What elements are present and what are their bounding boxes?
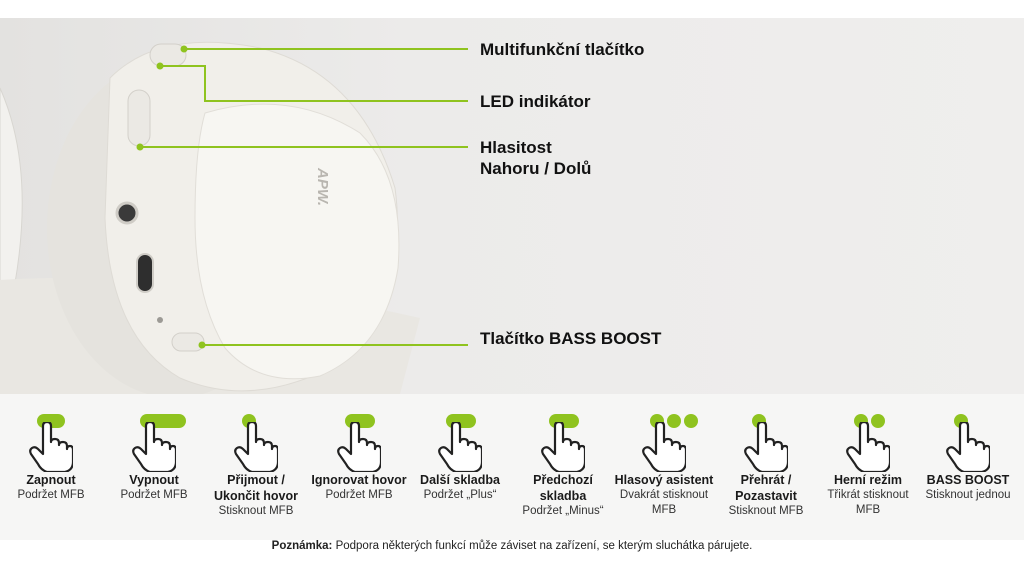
gesture-title: Ignorovat hovor — [311, 473, 407, 487]
gesture-icon — [307, 404, 411, 472]
gesture-game-mode: Herní režim Třikrát stisknout MFB — [816, 404, 920, 518]
gesture-power-on: Zapnout Podržet MFB — [0, 404, 103, 503]
gesture-title: Zapnout — [26, 473, 76, 487]
callout-dot-bass — [198, 341, 206, 349]
gesture-icon — [816, 404, 920, 472]
hand-pointer-icon — [438, 422, 482, 472]
bass-boost-button-shape — [171, 332, 205, 352]
gesture-icon — [204, 404, 308, 472]
audio-jack — [115, 201, 139, 225]
callout-dot-led — [156, 62, 164, 70]
gesture-icon — [916, 404, 1020, 472]
gesture-instruction: Podržet MFB — [17, 489, 85, 501]
hand-pointer-icon — [846, 422, 890, 472]
headphone-illustration: APW. — [0, 41, 468, 394]
hand-pointer-icon — [234, 422, 278, 472]
hand-pointer-icon — [946, 422, 990, 472]
callout-dot-volume — [136, 143, 144, 151]
callout-line-led — [160, 65, 468, 102]
gesture-instruction: Stisknout jednou — [925, 489, 1011, 501]
earcup-plate — [194, 103, 400, 380]
footnote: Poznámka: Podpora některých funkcí může … — [0, 540, 1024, 552]
usb-c-port — [136, 253, 154, 293]
microphone-hole — [157, 317, 163, 323]
headphone-photo: APW. Multifunkční tlačítko LED indikátor… — [0, 18, 1024, 394]
gesture-answer-end-call: Přijmout / Ukončit hovor Stisknout MFB — [204, 404, 308, 519]
gesture-play-pause: Přehrát / Pozastavit Stisknout MFB — [714, 404, 818, 519]
gesture-title: BASS BOOST — [926, 473, 1010, 487]
brand-logo: APW. — [314, 167, 331, 206]
gesture-previous-track: Předchozí skladba Podržet „Minus“ — [511, 404, 615, 519]
gesture-instruction: Podržet MFB — [325, 489, 393, 501]
gesture-instruction: Stisknout MFB — [218, 505, 294, 517]
press-indicator-icon — [684, 414, 698, 428]
hand-pointer-icon — [337, 422, 381, 472]
gesture-instruction: Podržet MFB — [120, 489, 188, 501]
gesture-bass-boost: BASS BOOST Stisknout jednou — [916, 404, 1020, 503]
hand-pointer-icon — [541, 422, 585, 472]
gesture-title: Vypnout — [129, 473, 179, 487]
callout-label-bass: Tlačítko BASS BOOST — [480, 329, 662, 348]
gesture-icon — [511, 404, 615, 472]
gesture-icon — [714, 404, 818, 472]
gesture-instruction: Stisknout MFB — [728, 505, 804, 517]
gesture-title: Předchozí skladba — [533, 473, 593, 503]
hand-pointer-icon — [642, 422, 686, 472]
gesture-power-off: Vypnout Podržet MFB — [102, 404, 206, 503]
volume-button-shape — [127, 89, 151, 147]
hand-pointer-icon — [132, 422, 176, 472]
gesture-instruction: Podržet „Minus“ — [522, 505, 604, 517]
gesture-instruction: Dvakrát stisknout MFB — [619, 489, 709, 516]
callout-label-mfb: Multifunkční tlačítko — [480, 40, 645, 59]
footnote-label: Poznámka: — [271, 540, 333, 552]
gesture-next-track: Další skladba Podržet „Plus“ — [408, 404, 512, 503]
gesture-icon — [102, 404, 206, 472]
press-indicator-icon — [667, 414, 681, 428]
callout-dot-mfb — [180, 45, 188, 53]
gesture-instruction: Třikrát stisknout MFB — [827, 489, 909, 516]
gesture-title: Přijmout / Ukončit hovor — [213, 473, 299, 503]
gesture-title: Další skladba — [420, 473, 500, 487]
callout-label-volume: Hlasitost Nahoru / Dolů — [480, 138, 592, 178]
gesture-title: Hlasový asistent — [614, 473, 714, 487]
hand-pointer-icon — [29, 422, 73, 472]
multifunction-button-shape — [149, 43, 187, 67]
hand-pointer-icon — [744, 422, 788, 472]
press-indicator-icon — [871, 414, 885, 428]
gesture-icon — [0, 404, 103, 472]
gesture-title: Přehrát / Pozastavit — [735, 473, 797, 503]
gesture-voice-assistant: Hlasový asistent Dvakrát stisknout MFB — [612, 404, 716, 518]
gesture-icon — [408, 404, 512, 472]
gesture-reject-call: Ignorovat hovor Podržet MFB — [307, 404, 411, 503]
gesture-title: Herní režim — [833, 473, 903, 487]
gesture-icon — [612, 404, 716, 472]
gesture-instruction: Podržet „Plus“ — [423, 489, 497, 501]
footnote-text: Podpora některých funkcí může záviset na… — [332, 540, 753, 552]
callout-label-led: LED indikátor — [480, 92, 591, 111]
